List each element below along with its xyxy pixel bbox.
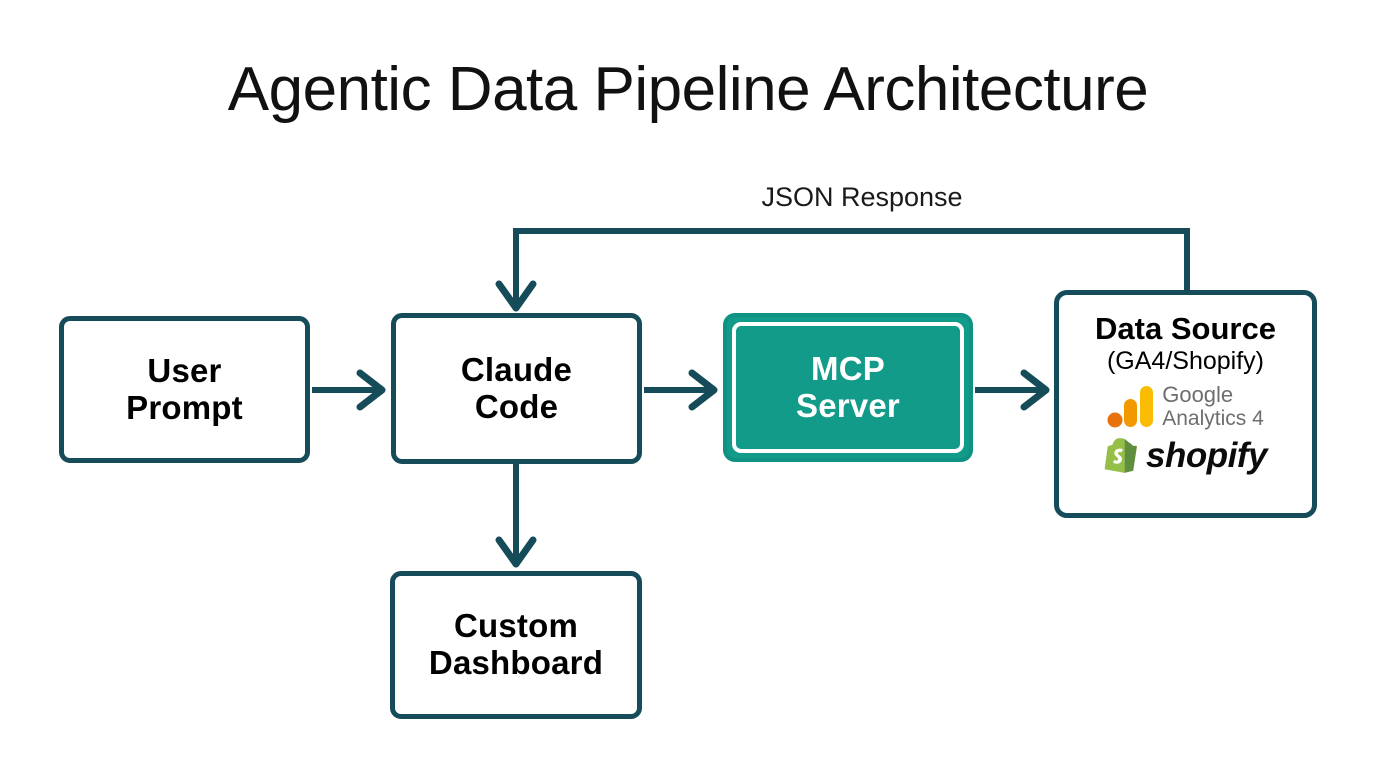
node-mcp-server-line1: MCP (811, 349, 885, 387)
node-user-prompt[interactable]: User Prompt (59, 316, 310, 463)
page-title: Agentic Data Pipeline Architecture (227, 55, 1149, 124)
google-analytics-4-wordmark: Google Analytics 4 (1162, 382, 1264, 431)
node-data-source[interactable]: Data Source (GA4/Shopify) Google Analyti… (1054, 290, 1317, 518)
node-custom-dashboard-line2: Dashboard (428, 644, 604, 681)
edge-user-prompt-to-claude-code (312, 369, 386, 411)
edge-label-json-response-text: JSON Response (761, 182, 963, 212)
edge-label-json-response: JSON Response (0, 182, 1376, 213)
node-mcp-server[interactable]: MCP Server (723, 313, 973, 462)
node-custom-dashboard-line1: Custom (453, 607, 579, 645)
node-user-prompt-line2: Prompt (126, 388, 243, 426)
shopify-bag-icon (1104, 438, 1137, 473)
google-analytics-4-logo: Google Analytics 4 (1107, 384, 1264, 429)
node-claude-code[interactable]: Claude Code (391, 313, 642, 464)
node-data-source-subtitle: (GA4/Shopify) (1106, 346, 1264, 375)
edge-mcp-server-to-data-source (975, 369, 1050, 411)
node-data-source-title: Data Source (1095, 311, 1276, 346)
shopify-wordmark: shopify (1146, 435, 1267, 475)
node-mcp-server-inner: MCP Server (732, 322, 964, 453)
node-mcp-server-line2: Server (796, 386, 900, 424)
ga4-wordmark-line2: Analytics 4 (1162, 407, 1264, 431)
ga4-wordmark-line1: Google (1162, 382, 1234, 408)
edge-claude-code-to-mcp-server (644, 369, 718, 411)
google-analytics-4-icon (1107, 385, 1154, 428)
node-user-prompt-line1: User (147, 351, 222, 389)
node-claude-code-line2: Code (474, 387, 559, 425)
edge-claude-code-to-custom-dashboard (495, 464, 537, 568)
shopify-logo: shopify (1104, 436, 1267, 474)
node-custom-dashboard[interactable]: Custom Dashboard (390, 571, 642, 719)
node-claude-code-line1: Claude (460, 350, 573, 388)
